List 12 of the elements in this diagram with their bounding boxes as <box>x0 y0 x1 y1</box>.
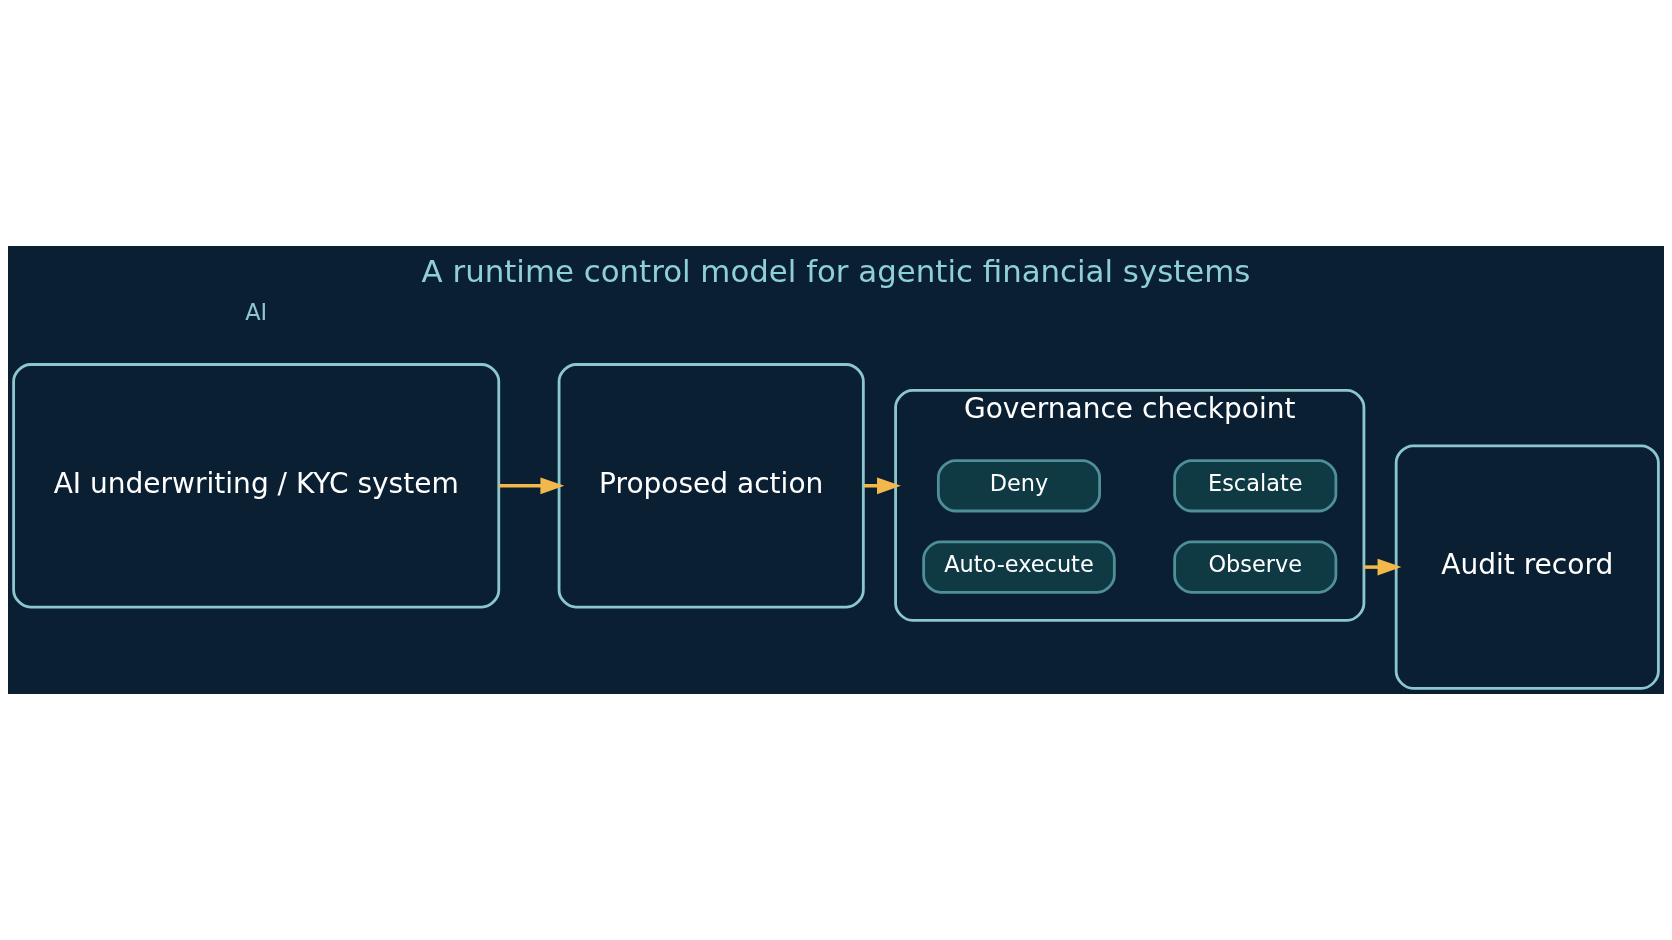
node-box: Deny <box>936 459 1101 513</box>
arrow <box>1363 558 1402 576</box>
label: AI <box>245 299 268 326</box>
arrow <box>498 477 565 495</box>
node-box: Audit record <box>1394 444 1660 690</box>
diagram-title: A runtime control model for agentic financial systems <box>421 252 1251 289</box>
node-box: Proposed action <box>557 363 865 609</box>
node-box: Auto-execute <box>922 540 1116 594</box>
arrow <box>863 477 901 495</box>
node-box: Observe <box>1173 540 1338 594</box>
node-box: AI underwriting / KYC system <box>12 363 501 609</box>
node-box: Escalate <box>1173 459 1338 513</box>
